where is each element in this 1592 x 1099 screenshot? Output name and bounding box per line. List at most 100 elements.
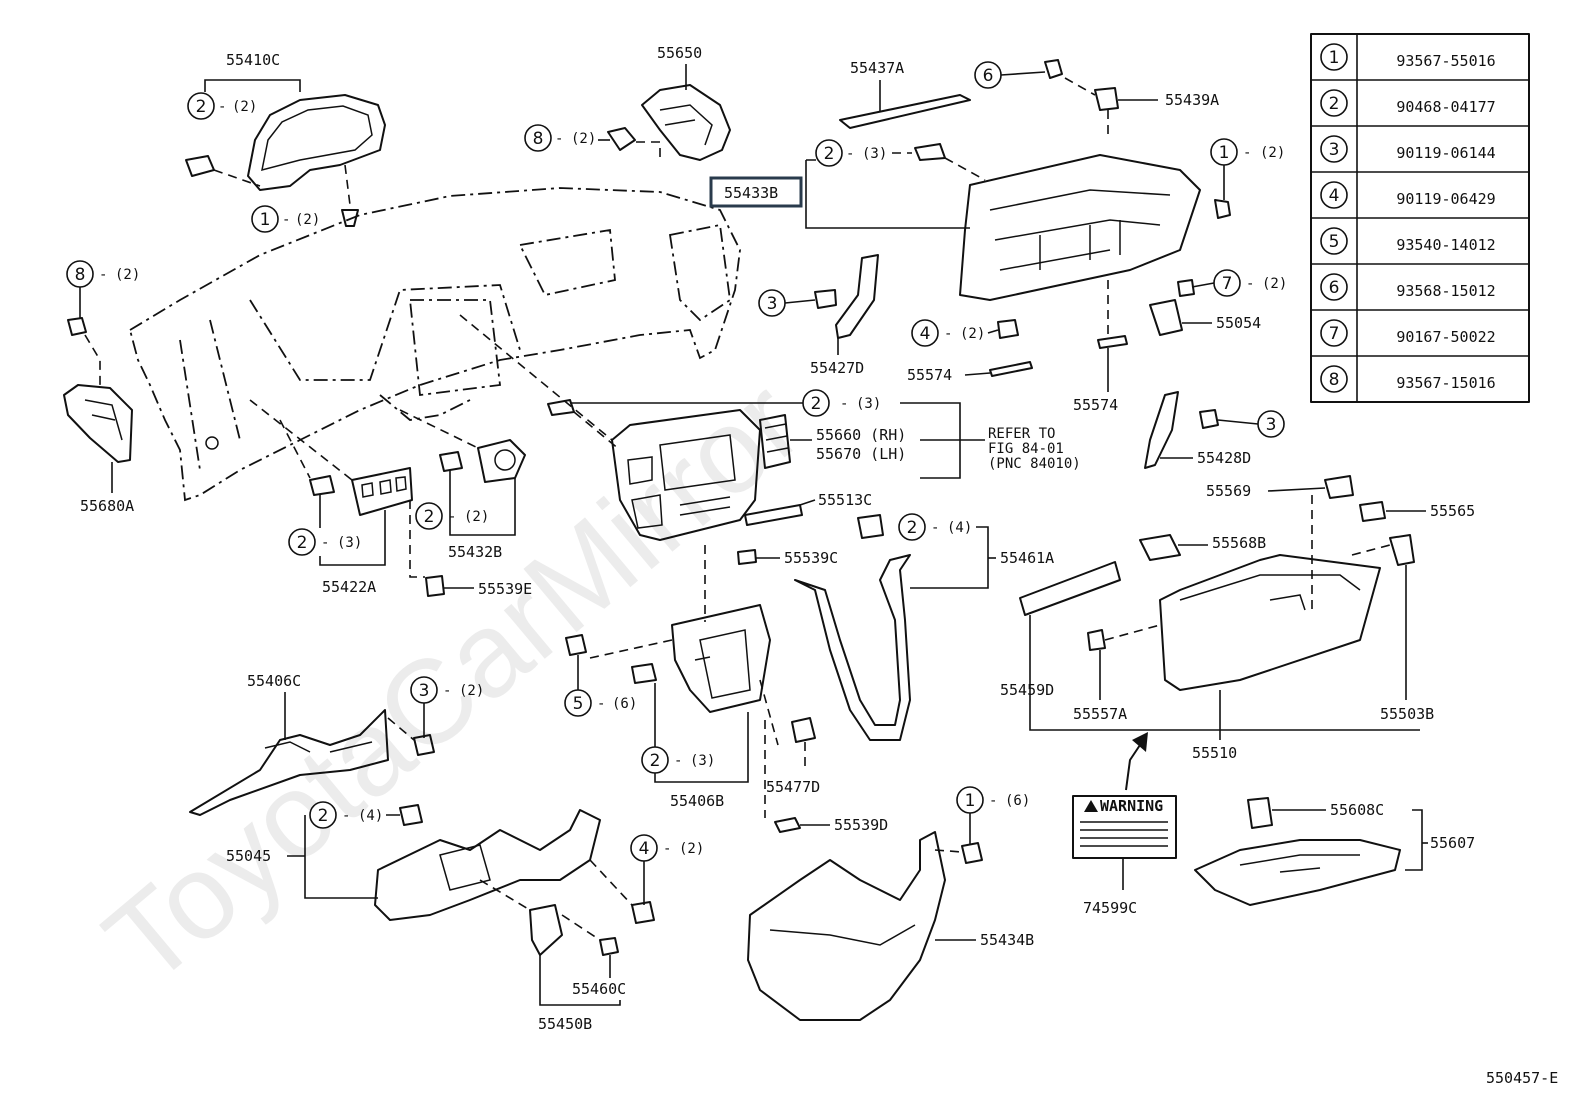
svg-text:6: 6 [983,66,994,86]
label-55427D: 55427D [810,359,864,377]
label-55432B: 55432B [448,543,502,561]
part-55461A-trim [794,554,911,741]
pin-55574-b [1097,335,1128,349]
callout-c20: 4-(2) [630,834,704,862]
callout-c13: 2-(4) [898,513,972,541]
callout-c1: 2-(2) [187,92,257,120]
label-55433B[interactable]: 55433B [724,184,778,202]
part-55513C [744,504,803,526]
svg-text:-: - [989,793,997,809]
svg-text:(2): (2) [1262,276,1287,292]
legend-ref: 2 [1329,94,1340,114]
svg-text:2: 2 [907,518,918,538]
label-55461A: 55461A [1000,549,1054,567]
label-55539D: 55539D [834,816,888,834]
legend-ref: 8 [1329,370,1340,390]
svg-text:(2): (2) [115,267,140,283]
svg-text:2: 2 [318,806,329,826]
svg-text:8: 8 [533,129,544,149]
callout-c8: 7-(2) [1177,269,1287,297]
svg-text:3: 3 [419,681,430,701]
label-55660: 55660 (RH) [816,426,906,444]
svg-text:2: 2 [811,394,822,414]
label-55437A: 55437A [850,59,904,77]
label-74599C: 74599C [1083,899,1137,917]
svg-text:(4): (4) [947,520,972,536]
legend-ref: 1 [1329,48,1340,68]
label-55439A: 55439A [1165,91,1219,109]
legend-row: 8 93567-15016 [1320,365,1496,393]
svg-text:-: - [321,535,329,551]
part-55477D [791,717,816,743]
legend-row: 7 90167-50022 [1320,319,1496,347]
part-55459D [1019,561,1121,616]
part-55460C [599,937,619,956]
callout-c11: 2-(3) [802,389,881,417]
label-55574-a: 55574 [907,366,952,384]
instrument-panel-outline [128,187,741,502]
figure-code: 550457-E [1486,1069,1558,1087]
warning-label-74599C: WARNING [1072,795,1177,859]
callout-c12: 3 [1217,410,1285,438]
bracket-55439A [1094,87,1119,111]
label-55569: 55569 [1206,482,1251,500]
legend-ref: 3 [1329,140,1340,160]
svg-text:8: 8 [75,265,86,285]
callout-c16: 5-(6) [564,689,637,717]
part-55422A-panel [351,467,413,516]
label-55054: 55054 [1216,314,1261,332]
label-55422A: 55422A [322,578,376,596]
part-55406B-bezel [671,604,771,713]
svg-text:(2): (2) [960,326,985,342]
svg-text:-: - [597,696,605,712]
svg-text:(2): (2) [459,683,484,699]
svg-text:1: 1 [965,791,976,811]
label-55434B: 55434B [980,931,1034,949]
label-55539C: 55539C [784,549,838,567]
svg-text:-: - [944,326,952,342]
callout-c15: 2-(3) [288,528,362,556]
label-55450B: 55450B [538,1015,592,1033]
svg-text:(3): (3) [862,146,887,162]
label-55607: 55607 [1430,834,1475,852]
label-55406C: 55406C [247,672,301,690]
clip-55461A [857,514,884,539]
legend-part-number: 93567-15016 [1396,374,1495,392]
label-55410C: 55410C [226,51,280,69]
label-55670: 55670 (LH) [816,445,906,463]
part-55680A-vent [63,384,133,463]
part-55450B [529,904,563,956]
label-55045: 55045 [226,847,271,865]
svg-text:(3): (3) [337,535,362,551]
svg-text:(2): (2) [679,841,704,857]
part-55557A [1087,629,1106,651]
svg-text:5: 5 [573,694,584,714]
label-55565: 55565 [1430,502,1475,520]
part-55433B-housing [914,143,1201,301]
legend-part-number: 90167-50022 [1396,328,1495,346]
refer-note-line2: FIG 84-01 [988,441,1064,457]
svg-text:2: 2 [196,97,207,117]
part-55045-panel [374,809,601,921]
label-55503B: 55503B [1380,705,1434,723]
svg-text:-: - [448,509,456,525]
legend-ref: 4 [1329,186,1340,206]
refer-note-line1: REFER TO [988,426,1055,442]
svg-text:(2): (2) [571,131,596,147]
screw-3-lower [413,734,435,756]
label-55608C: 55608C [1330,801,1384,819]
label-55510: 55510 [1192,744,1237,762]
callout-c14: 2-(2) [415,502,489,530]
label-55568B: 55568B [1212,534,1266,552]
callout-c9: 4-(2) [911,319,1019,347]
legend-ref: 7 [1329,324,1340,344]
svg-text:7: 7 [1222,274,1233,294]
svg-text:-: - [846,146,854,162]
svg-text:4: 4 [920,324,931,344]
